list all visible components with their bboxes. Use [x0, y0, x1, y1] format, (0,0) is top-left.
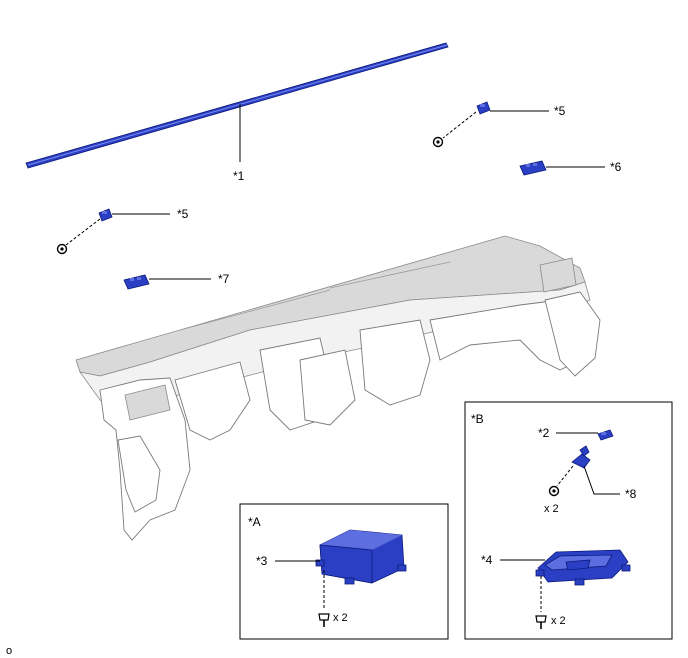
callout-part-8: *8	[625, 487, 637, 501]
callout-part-2: *2	[538, 426, 550, 440]
dash-part-5-left	[65, 218, 101, 246]
callout-part-4: *4	[481, 553, 493, 567]
bolt-icon	[535, 615, 547, 629]
bolt-icon	[318, 613, 330, 627]
part-7-switch	[123, 274, 150, 290]
inset-a-qty: x 2	[333, 612, 348, 624]
screw-icon	[548, 485, 560, 497]
instrument-panel-illustration	[75, 235, 601, 541]
callout-part-5-left: *5	[177, 207, 189, 221]
inset-b-title: *B	[471, 412, 484, 426]
part-6-switch	[519, 160, 547, 176]
callout-part-6: *6	[610, 160, 622, 174]
part-1-top-strip	[25, 42, 449, 169]
inset-b-qty-bottom: x 2	[551, 615, 566, 627]
figure-id: o	[6, 645, 12, 657]
callout-part-7: *7	[218, 272, 230, 286]
part-4-bracket	[535, 549, 631, 586]
inset-a-title: *A	[248, 515, 261, 529]
part-5-right-clip	[476, 101, 491, 115]
dash-part-5-right	[442, 111, 477, 139]
callout-part-5-right: *5	[554, 104, 566, 118]
inset-a: *A *3 x 2	[239, 503, 449, 640]
callout-part-1: *1	[233, 169, 245, 183]
inset-b-qty-top: x 2	[544, 503, 559, 515]
part-5-left-clip	[98, 208, 113, 222]
dash-part-8-screw	[556, 465, 574, 487]
screw-icon	[432, 136, 444, 148]
screw-icon	[56, 243, 68, 255]
part-8-sensor	[571, 445, 591, 469]
callout-part-3: *3	[256, 554, 268, 568]
part-3-module	[315, 529, 407, 585]
leader-part-8	[583, 465, 620, 495]
part-2-bracket	[597, 429, 614, 441]
inset-b: *B *2 *8 x 2 *4	[464, 401, 673, 640]
